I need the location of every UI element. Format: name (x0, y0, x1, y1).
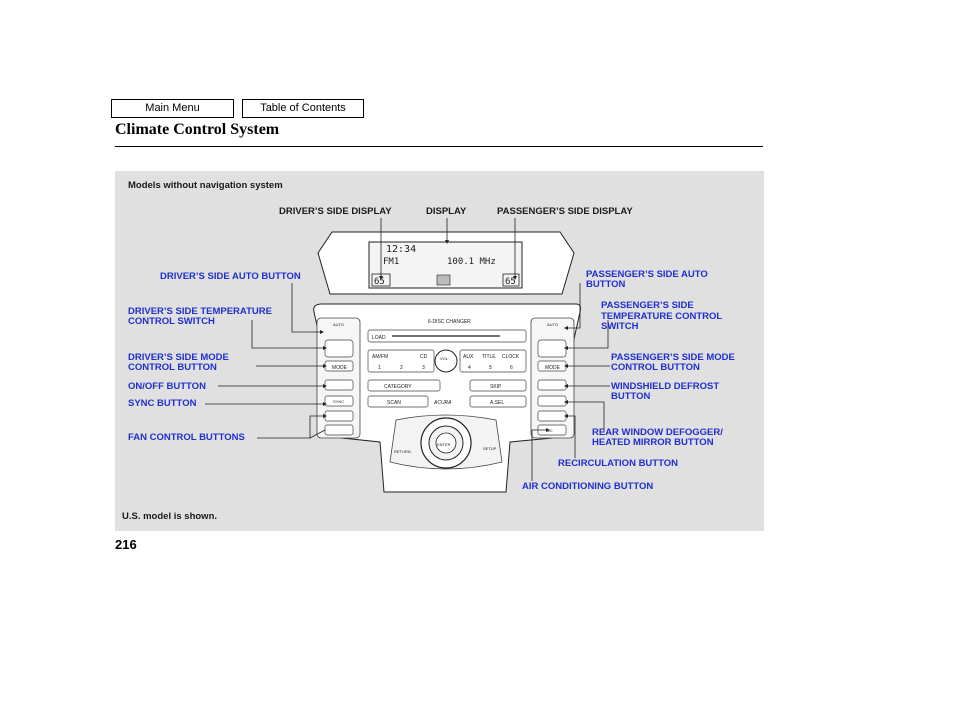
leader-recirculation (566, 415, 576, 458)
label-defrost-line2[interactable]: BUTTON (611, 391, 651, 402)
defrost-button (537, 379, 567, 391)
setup-button: SETUP (483, 446, 497, 451)
passenger-temp-value: 65 (505, 277, 516, 287)
label-passenger-auto-line2[interactable]: BUTTON (586, 279, 626, 290)
label-sync[interactable]: SYNC BUTTON (128, 398, 197, 409)
label-on-off[interactable]: ON/OFF BUTTON (128, 381, 206, 392)
leader-passenger-temp (566, 320, 609, 349)
scan-button (367, 395, 429, 408)
fan-down-button (324, 424, 354, 436)
skip-label: SKIP (490, 384, 502, 390)
fan-up-button (324, 410, 354, 422)
label-defrost-line1[interactable]: WINDSHIELD DEFROST (611, 381, 720, 392)
driver-temp-value: 65 (374, 277, 385, 287)
leader-lines (205, 218, 610, 481)
label-passenger-auto-line1[interactable]: PASSENGER’S SIDE AUTO (586, 269, 708, 280)
label-recirculation[interactable]: RECIRCULATION BUTTON (558, 458, 678, 469)
title-button: TITLE (482, 354, 496, 360)
passenger-auto-label: AUTO (547, 322, 558, 327)
category-button (367, 379, 441, 392)
label-drivers-mode-line2[interactable]: CONTROL BUTTON (128, 362, 217, 373)
driver-auto-label: AUTO (333, 322, 344, 327)
asel-label: A.SEL (490, 400, 504, 406)
driver-temp-switch (324, 339, 354, 358)
label-drivers-mode-line1[interactable]: DRIVER’S SIDE MODE (128, 352, 229, 363)
preset-button-1: 1 (378, 365, 381, 371)
label-passenger-mode-line1[interactable]: PASSENGER’S SIDE MODE (611, 352, 735, 363)
leader-drivers-auto (291, 283, 322, 333)
ac-button-label: A/C (546, 428, 553, 433)
label-drivers-side-display: DRIVER’S SIDE DISPLAY (279, 206, 392, 217)
audio-right-buttons (459, 349, 527, 373)
passenger-temp-readout (502, 273, 520, 287)
label-passenger-mode-line2[interactable]: CONTROL BUTTON (611, 362, 700, 373)
leader-drivers-temp (251, 320, 325, 349)
page-title: Climate Control System (115, 121, 280, 138)
acura-logo-text: ACURA (433, 400, 452, 406)
leader-passenger-auto (566, 283, 581, 329)
page-number: 216 (115, 537, 137, 552)
return-button: RETURN (394, 449, 411, 454)
lcd-frequency: 100.1 MHz (447, 257, 496, 267)
label-passengers-side-display: PASSENGER’S SIDE DISPLAY (497, 206, 633, 217)
title-divider (115, 146, 763, 147)
label-drivers-temp-line2[interactable]: CONTROL SWITCH (128, 316, 215, 327)
changer-label: 6-DISC CHANGER (428, 319, 471, 325)
preset-button-6: 6 (510, 365, 513, 371)
label-passenger-temp-line2[interactable]: TEMPERATURE CONTROL (601, 311, 723, 322)
leader-rear-defogger (566, 401, 605, 432)
label-air-conditioning[interactable]: AIR CONDITIONING BUTTON (522, 481, 654, 492)
skip-button (469, 379, 527, 392)
passenger-mode-label: MODE (545, 365, 561, 371)
lcd-fan-icon (436, 274, 451, 286)
driver-mode-label: MODE (332, 365, 348, 371)
label-display: DISPLAY (426, 206, 467, 217)
leader-fan-up (257, 415, 325, 439)
label-drivers-auto[interactable]: DRIVER’S SIDE AUTO BUTTON (160, 271, 301, 282)
label-passenger-temp-line1[interactable]: PASSENGER’S SIDE (601, 300, 694, 311)
load-button: LOAD (372, 335, 386, 341)
label-passenger-temp-line3[interactable]: SWITCH (601, 321, 639, 332)
lcd-band: FM1 (383, 257, 399, 267)
aux-button: AUX (463, 354, 474, 360)
caption-us-model: U.S. model is shown. (122, 511, 218, 522)
clock-button: CLOCK (502, 354, 520, 360)
leader-ac (531, 429, 548, 481)
category-label: CATEGORY (384, 384, 412, 390)
main-menu-button[interactable]: Main Menu (111, 99, 234, 118)
label-rear-defogger-line2[interactable]: HEATED MIRROR BUTTON (592, 437, 714, 448)
preset-button-4: 4 (468, 365, 471, 371)
volume-knob (434, 349, 458, 373)
scan-label: SCAN (387, 400, 401, 406)
label-drivers-temp-line1[interactable]: DRIVER’S SIDE TEMPERATURE (128, 306, 272, 317)
sync-button-label: SYNC (333, 399, 344, 404)
preset-button-2: 2 (400, 365, 403, 371)
on-off-button (324, 379, 354, 391)
label-rear-defogger-line1[interactable]: REAR WINDOW DEFOGGER/ (592, 427, 723, 438)
caption-models: Models without navigation system (128, 180, 283, 191)
asel-button (469, 395, 527, 408)
recirculation-button (537, 410, 567, 422)
cd-button: CD (420, 354, 428, 360)
sync-button (324, 395, 354, 407)
label-fan-control[interactable]: FAN CONTROL BUTTONS (128, 432, 245, 443)
leader-fan-down (309, 429, 326, 439)
passenger-temp-switch (537, 339, 567, 358)
enter-label: ENTER (437, 442, 451, 447)
am-fm-button: AM/FM (372, 354, 388, 360)
lcd-clock: 12:34 (386, 244, 416, 255)
enter-button (435, 432, 457, 454)
preset-button-3: 3 (422, 365, 425, 371)
table-of-contents-button[interactable]: Table of Contents (242, 99, 364, 118)
preset-button-5: 5 (489, 365, 492, 371)
audio-left-buttons (367, 349, 435, 373)
volume-knob-label: VOL (440, 356, 449, 361)
rear-defogger-button (537, 395, 567, 407)
